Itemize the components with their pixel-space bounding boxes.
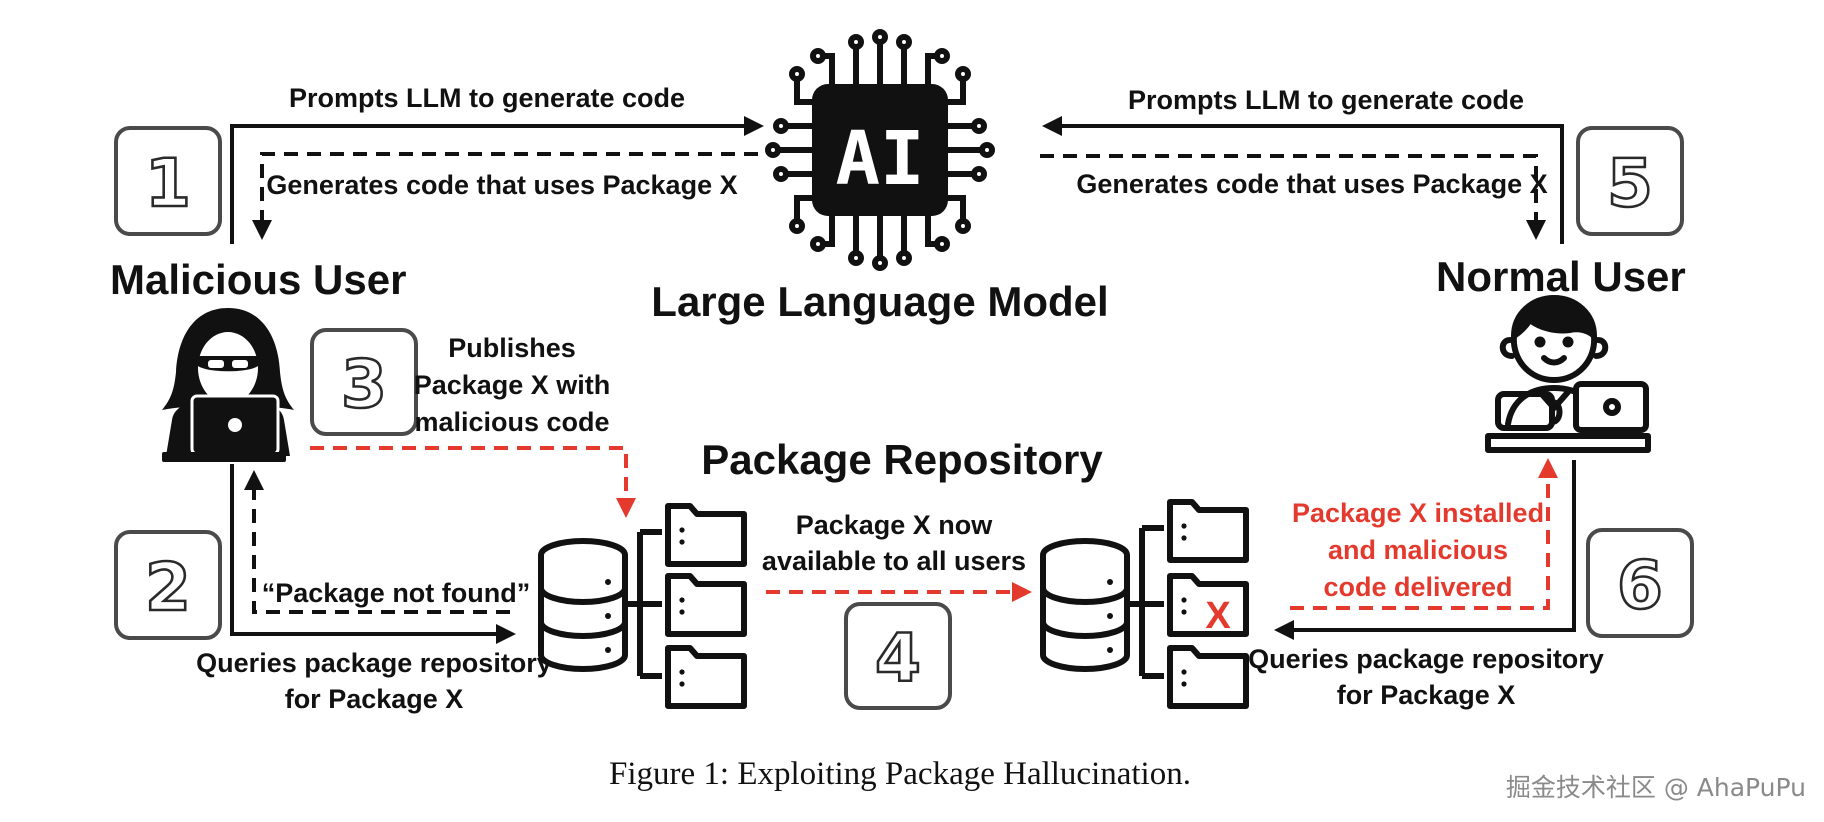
watermark: 掘金技术社区 @ AhaPuPu	[1506, 773, 1806, 802]
step-2-box	[114, 530, 222, 640]
label-installed-line-1: Package X installed	[1292, 498, 1544, 528]
malicious-user-title: Malicious User	[110, 256, 406, 303]
arrow-publish	[310, 446, 636, 518]
step-2-number: 2	[145, 549, 191, 626]
label-publish-line-1: Publishes	[448, 333, 576, 363]
label-query-right-line-2: for Package X	[1337, 680, 1516, 710]
right-repository-icon	[1043, 502, 1246, 706]
step-5-box	[1576, 126, 1684, 236]
label-not-found: “Package not found”	[262, 578, 531, 608]
repository-title: Package Repository	[701, 436, 1103, 483]
step-5-number: 5	[1607, 145, 1653, 222]
step-3-box	[310, 328, 418, 436]
arrow-query-right	[1274, 460, 1576, 640]
label-publish-line-3: malicious code	[414, 407, 609, 437]
label-installed-line-3: code delivered	[1323, 572, 1512, 602]
arrow-installed	[1290, 458, 1558, 610]
label-available-line-2: available to all users	[762, 546, 1026, 576]
arrow-query-left	[230, 464, 516, 644]
label-query-right-line-1: Queries package repository	[1248, 644, 1604, 674]
llm-chip-label: AI	[835, 116, 924, 202]
normal-user-icon	[1485, 295, 1651, 453]
arrow-not-found	[244, 470, 510, 614]
malicious-package-marker: X	[1205, 595, 1231, 637]
figure-caption: Figure 1: Exploiting Package Hallucinati…	[609, 756, 1191, 792]
step-1-number: 1	[145, 145, 191, 222]
left-repository-icon	[541, 506, 744, 706]
llm-title: Large Language Model	[651, 278, 1108, 325]
label-installed-line-2: and malicious	[1328, 535, 1508, 565]
step-4-box	[844, 602, 952, 710]
step-1-box	[114, 126, 222, 236]
label-query-left-line-2: for Package X	[285, 684, 464, 714]
arrow-generate-right	[1040, 154, 1546, 240]
label-query-left-line-1: Queries package repository	[196, 648, 552, 678]
step-6-box	[1586, 528, 1694, 638]
arrow-prompt-right	[1042, 116, 1564, 244]
step-3-number: 3	[341, 346, 387, 423]
step-4-number: 4	[875, 620, 921, 697]
normal-user-title: Normal User	[1436, 253, 1686, 300]
step-6-number: 6	[1617, 547, 1663, 624]
label-available-line-1: Package X now	[796, 510, 994, 540]
label-prompt-left: Prompts LLM to generate code	[289, 83, 685, 113]
hacker-icon	[162, 308, 294, 462]
label-publish-line-2: Package X with	[414, 370, 611, 400]
label-prompt-right: Prompts LLM to generate code	[1128, 85, 1524, 115]
arrow-generate-left	[252, 152, 758, 240]
label-generate-left: Generates code that uses Package X	[266, 170, 737, 200]
arrow-prompt-left	[230, 116, 764, 244]
llm-chip-icon	[765, 29, 995, 271]
label-generate-right: Generates code that uses Package X	[1076, 169, 1547, 199]
